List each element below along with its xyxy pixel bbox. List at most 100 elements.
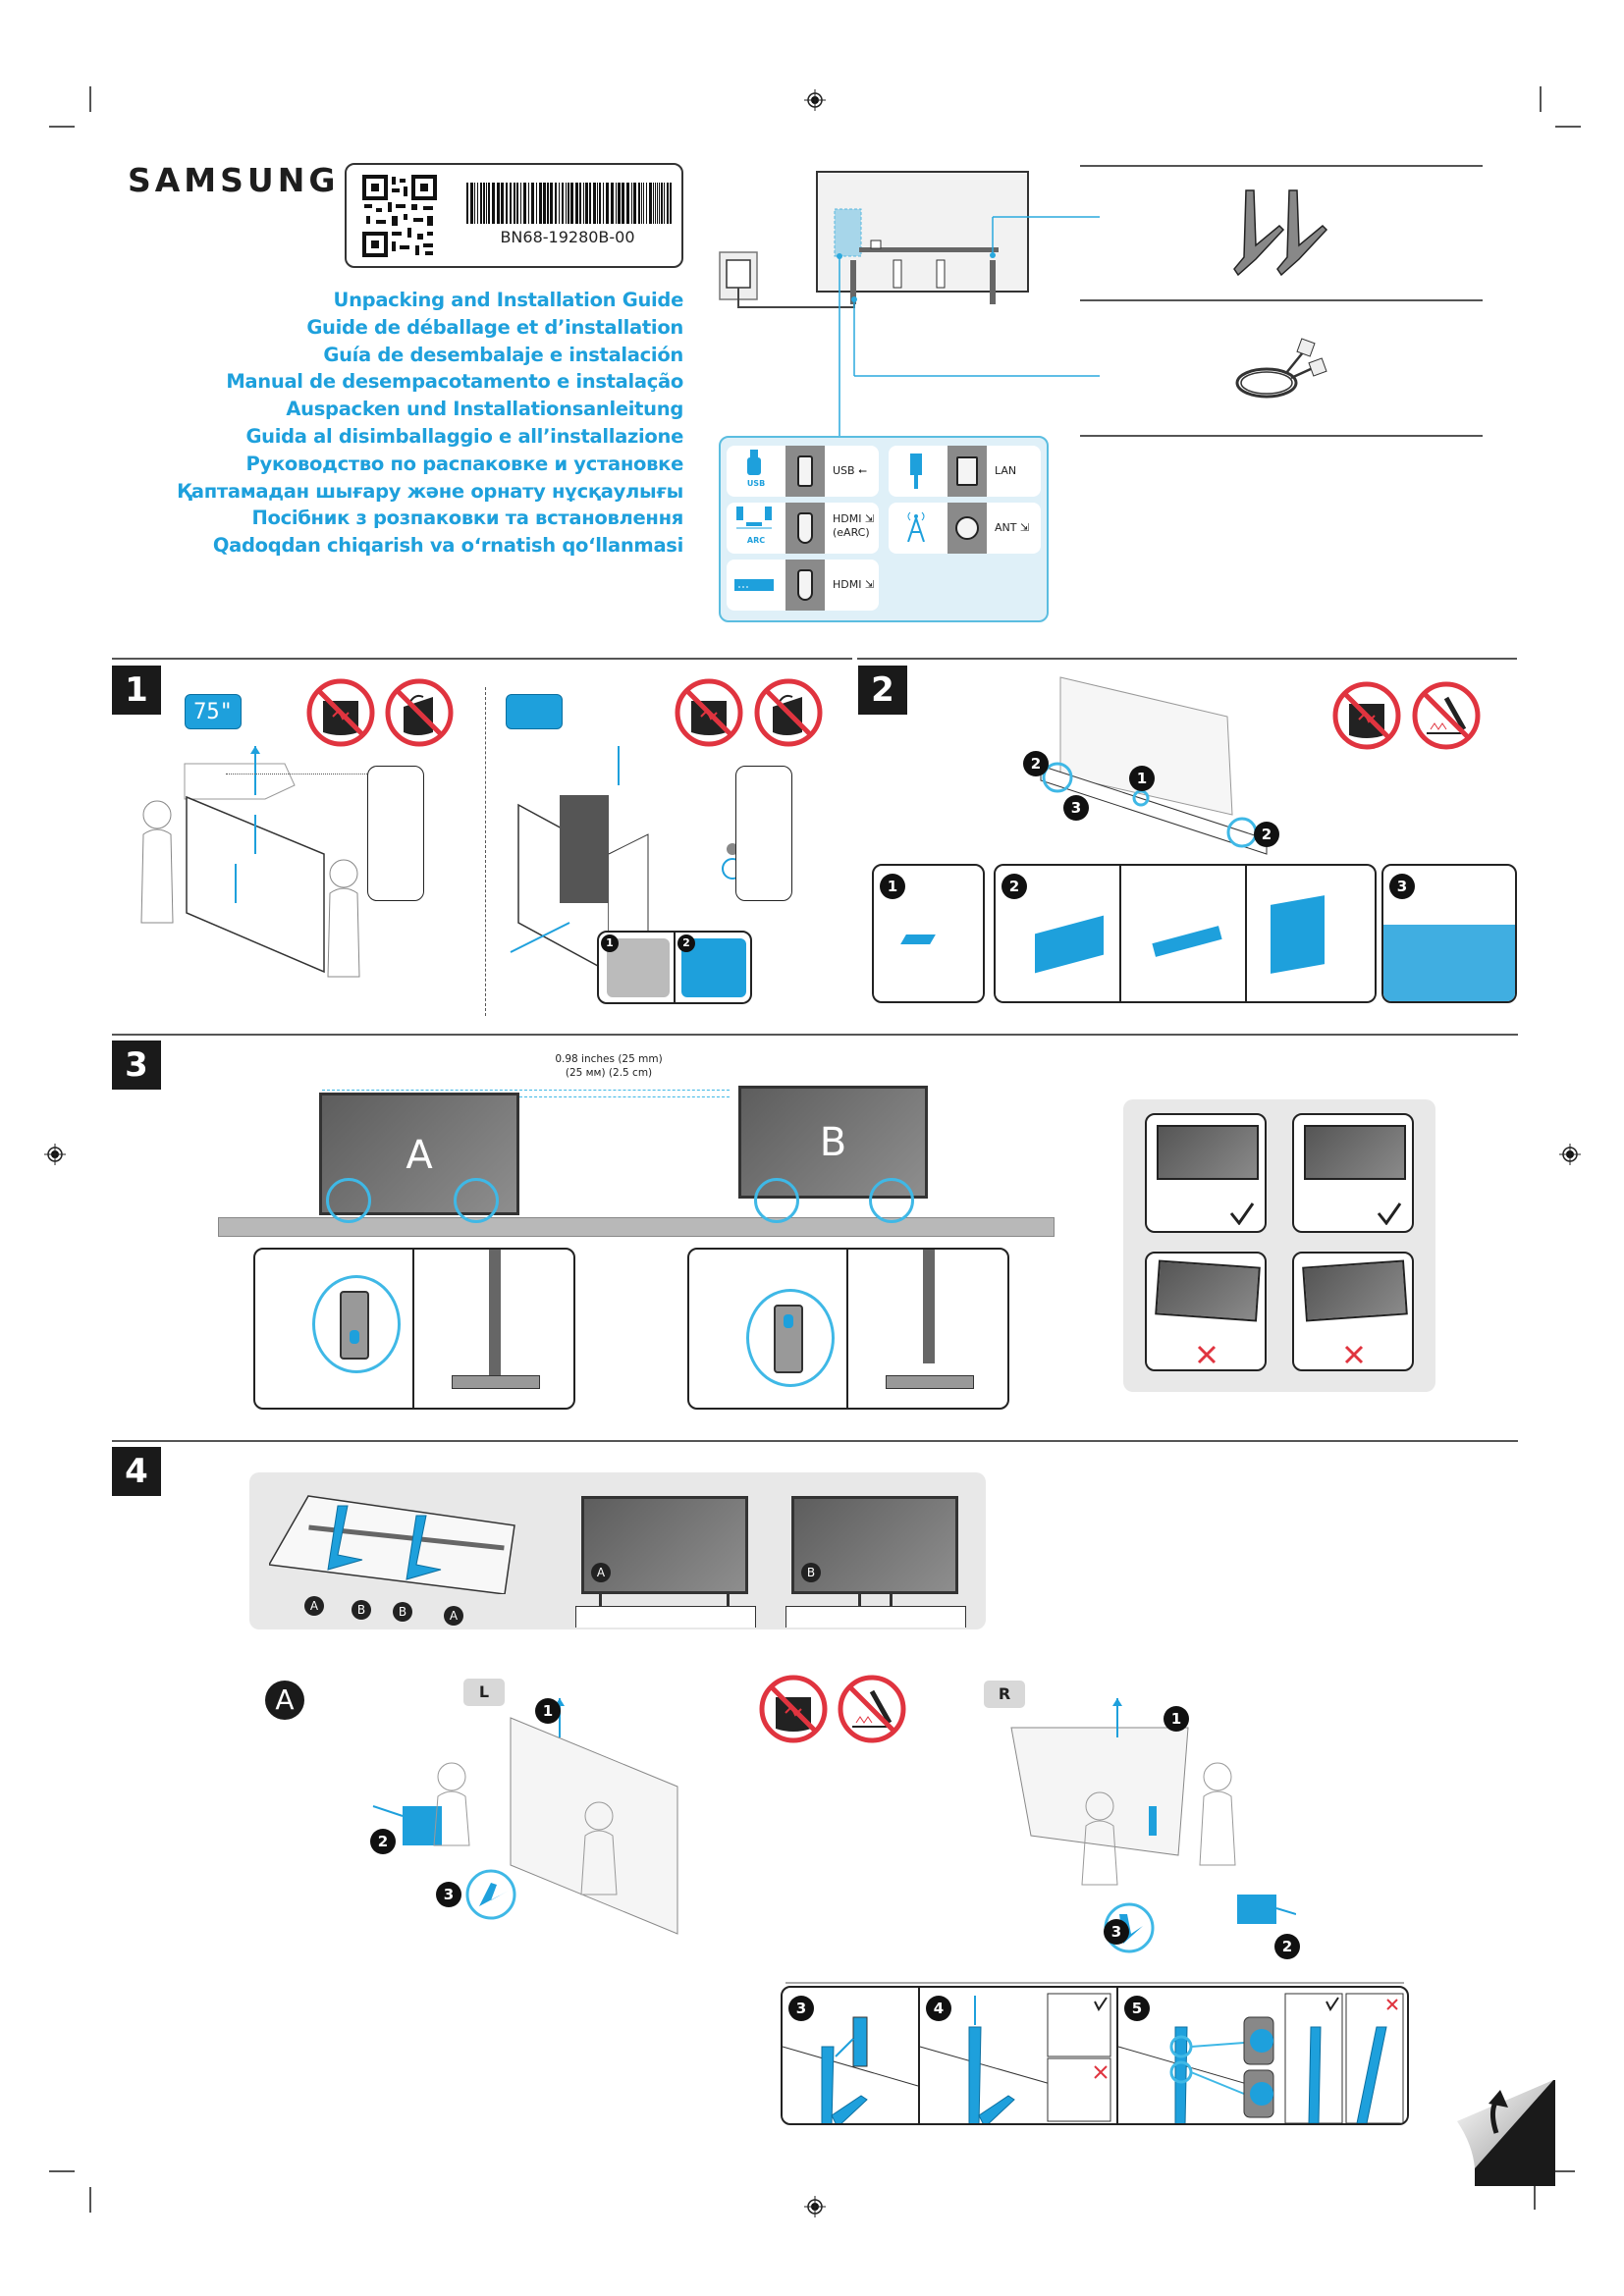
stand-slot-zoom-ring xyxy=(312,1275,401,1373)
barcode-bar xyxy=(555,183,557,224)
stand-leg xyxy=(858,1594,861,1606)
position-label: A xyxy=(304,1596,324,1616)
barcode-bar xyxy=(653,183,654,224)
left-stand-install-illustration xyxy=(372,1698,678,1935)
divider xyxy=(1080,435,1483,437)
barcode-bar xyxy=(506,183,508,224)
divider xyxy=(1080,299,1483,301)
port-label: USB ⭠ xyxy=(833,464,867,477)
barcode-bar xyxy=(599,183,601,224)
barcode-bar xyxy=(659,183,660,224)
callout-3: 3 xyxy=(1104,1919,1129,1945)
lan-socket-icon xyxy=(947,446,987,497)
barcode-bar xyxy=(536,183,537,224)
tv-rear-connections-diagram xyxy=(719,171,1100,442)
barcode-bar xyxy=(649,183,652,224)
port-label: HDMI ⇲ xyxy=(833,578,875,591)
crop-mark xyxy=(89,86,91,112)
barcode-bar xyxy=(474,183,475,224)
set-top-box-icon xyxy=(734,579,774,591)
tv-front-b: B xyxy=(791,1496,958,1606)
checkmark-icon xyxy=(1229,1202,1255,1225)
barcode-bar xyxy=(470,183,473,224)
barcode-bar xyxy=(492,183,495,224)
no-grip-screen-icon xyxy=(385,678,454,747)
barcode-bar xyxy=(559,183,560,224)
ports-panel: USB USB ⭠ LAN ARC HDMI ⇲(eARC) ANT ⇲ HDM… xyxy=(719,436,1049,622)
incorrect-example xyxy=(1145,1252,1267,1371)
power-cord-icon xyxy=(1235,338,1327,399)
step-number: 4 xyxy=(112,1447,161,1496)
correct-incorrect-panel xyxy=(1123,1099,1435,1392)
usb-socket-icon xyxy=(785,446,825,497)
barcode-bar xyxy=(488,183,490,224)
stand-pin-upper xyxy=(784,1314,793,1328)
right-side-badge: R xyxy=(984,1681,1025,1708)
usb-icon xyxy=(747,450,761,475)
callout-3: 3 xyxy=(436,1882,461,1907)
barcode-bar xyxy=(520,183,521,224)
port-hdmi-earc: ARC HDMI ⇲(eARC) xyxy=(727,503,879,554)
opened-box-illustration xyxy=(1383,925,1515,1001)
port-label: HDMI ⇲(eARC) xyxy=(833,512,874,540)
guide-title: Guida al disimballaggio e all’installazi… xyxy=(245,424,683,448)
callout-1: 1 xyxy=(535,1698,561,1724)
step2-substep-3: 3 xyxy=(1381,864,1517,1003)
divider xyxy=(1245,866,1247,1001)
callout-2: 2 xyxy=(677,934,695,952)
tv-thumbnail-tilted xyxy=(1302,1259,1408,1322)
position-label: B xyxy=(393,1602,412,1622)
port-hdmi: HDMI ⇲ xyxy=(727,560,879,611)
guide-title: Unpacking and Installation Guide xyxy=(333,289,684,311)
barcode-bar xyxy=(641,183,642,224)
stand-pin-lower xyxy=(350,1330,359,1344)
callout-1: 1 xyxy=(601,934,619,952)
part-number: BN68-19280B-00 xyxy=(500,228,635,246)
no-pressure-screen-icon xyxy=(675,678,743,747)
barcode-bar xyxy=(547,183,549,224)
turn-page-icon xyxy=(1457,2080,1555,2186)
correct-example xyxy=(1292,1113,1414,1233)
divider xyxy=(785,1982,1404,1984)
barcode-bar xyxy=(543,183,546,224)
registration-mark-icon xyxy=(804,89,826,111)
guide-title: Auspacken und Installationsanleitung xyxy=(286,398,683,421)
tv-in-packaging-illustration xyxy=(1040,676,1268,855)
barcode-bar xyxy=(531,183,534,224)
divider xyxy=(918,1988,920,2123)
tv-thumbnail xyxy=(1304,1125,1406,1180)
tv-thumbnail-tilted xyxy=(1155,1259,1261,1322)
size-badge: 75" xyxy=(185,694,242,729)
cross-icon xyxy=(1344,1345,1364,1364)
barcode-bar xyxy=(622,183,624,224)
tv-shelf xyxy=(218,1217,1055,1237)
stand-leg xyxy=(890,1594,893,1606)
section-divider xyxy=(112,1440,1518,1442)
clearance-text: 0.98 inches (25 mm) xyxy=(555,1053,663,1065)
stand-position-overview: A B B A A B xyxy=(249,1472,986,1629)
callout-3: 3 xyxy=(1389,874,1415,899)
guide-title: Manual de desempacotamento e instalação xyxy=(226,370,683,394)
guide-title: Посібник з розпаковки та встановлення xyxy=(251,507,683,530)
stand-attach-substeps: 3 4 5 xyxy=(781,1986,1409,2125)
barcode-bar xyxy=(661,183,663,224)
stand-base-profile xyxy=(886,1375,974,1389)
tv-side-profile xyxy=(923,1250,935,1363)
no-pressure-screen-icon xyxy=(306,678,375,747)
barcode-bar xyxy=(616,183,617,224)
stand-leg xyxy=(727,1594,730,1606)
divider xyxy=(1080,165,1483,167)
barcode-bar xyxy=(568,183,569,224)
section-divider xyxy=(112,1034,1518,1036)
stand-attach-illustrations xyxy=(783,1993,1404,2123)
registration-mark-icon xyxy=(44,1144,66,1165)
no-pressure-screen-icon xyxy=(759,1675,828,1743)
flap-illustration xyxy=(1152,926,1222,957)
clip-closed-illustration xyxy=(607,938,670,997)
antenna-socket-icon xyxy=(947,503,987,554)
barcode-bar xyxy=(497,183,500,224)
barcode-bar xyxy=(670,183,672,224)
port-label: LAN xyxy=(995,464,1017,477)
port-label-line: HDMI ⇲ xyxy=(833,512,875,525)
port-label-line: (eARC) xyxy=(833,526,870,539)
